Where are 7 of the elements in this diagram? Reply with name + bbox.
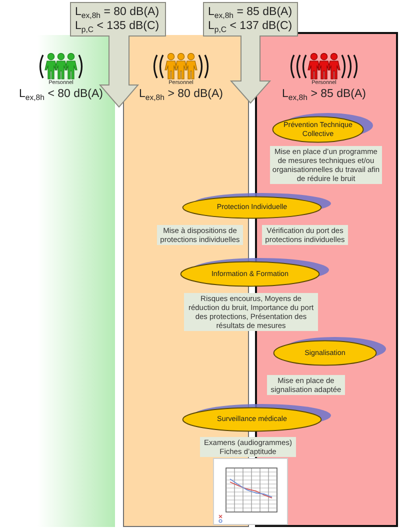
exposure-level-label: L$_{ex,8h}$ > 80 dB(A) bbox=[138, 88, 224, 102]
threshold-label: L$_{ex,8h}$ = 85 dB(A) bbox=[208, 5, 292, 19]
threshold-label: L$_{p,C}$ < 137 dB(C) bbox=[208, 19, 292, 33]
exposure-level-label: L$_{ex,8h}$ < 80 dB(A) bbox=[18, 88, 104, 102]
threshold-label: L$_{p,C}$ < 135 dB(C) bbox=[75, 19, 160, 33]
threshold-label: L$_{ex,8h}$ = 80 dB(A) bbox=[75, 5, 160, 19]
exposure-level-label: L$_{ex,8h}$ > 85 dB(A) bbox=[282, 88, 366, 102]
